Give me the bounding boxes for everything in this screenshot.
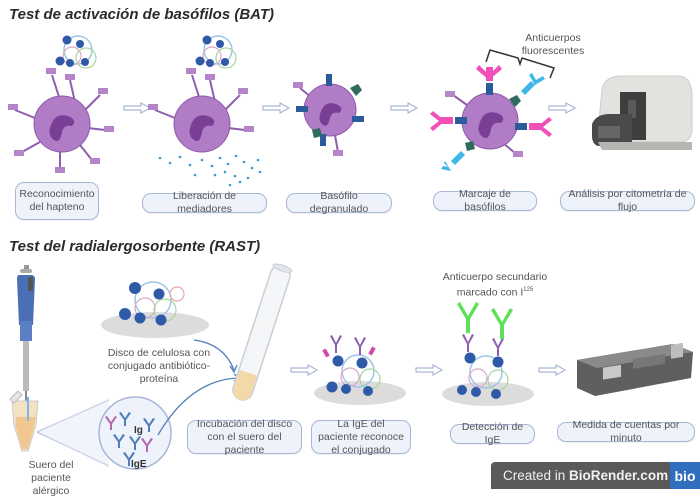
ige-bound-disc-illustration (314, 335, 406, 405)
arrow-right-icon (538, 363, 567, 377)
arrow-right-icon (548, 101, 577, 115)
flow-cytometer-icon (592, 75, 693, 150)
ig-antibody-icon (113, 412, 155, 466)
bat-step-1-label: Reconocimiento del hapteno (15, 182, 99, 220)
test-tube-icon (232, 263, 293, 401)
rast-step-2-label: La IgE del paciente reconoce el conjugad… (311, 418, 411, 456)
secondary-note-line1: Anticuerpo secundario (442, 271, 548, 283)
mediator-granules-icon (158, 154, 262, 187)
granule-marker-icon (312, 84, 362, 138)
receptor-marker-icon (296, 74, 364, 146)
secondary-note-superscript: 125 (523, 287, 534, 293)
secondary-note-line2: marcado con I (456, 286, 524, 299)
watermark-prefix: Created in (503, 468, 570, 483)
cyan-fluorescent-antibody-icon (441, 73, 545, 171)
gamma-counter-icon (577, 342, 693, 396)
hapten-conjugate-icon (195, 35, 237, 69)
conjugate-protein-icon (119, 282, 167, 326)
rast-step-4-label: Medida de cuentas por minuto (557, 419, 695, 444)
basophil-cell-icon (148, 68, 254, 153)
arrow-right-icon (123, 101, 152, 115)
ig-label: Ig (134, 425, 143, 436)
ige-antibody-icon (105, 416, 153, 452)
disc-note: Disco de celulosa con conjugado antibiót… (107, 347, 211, 385)
cellulose-disc-illustration (101, 281, 209, 338)
arrow-right-icon (415, 363, 444, 377)
ige-antibody-icon (330, 335, 366, 355)
arrow-right-icon (262, 101, 291, 115)
bat-section-title: Test de activación de basófilos (BAT) (9, 6, 275, 23)
basophil-hapten-recognition-illustration (8, 35, 114, 173)
ige-label: IgE (131, 459, 147, 470)
biorender-watermark[interactable]: Created in BioRender.com bio (491, 462, 700, 489)
ige-detection-illustration (442, 302, 534, 406)
bat-step-4-label: Marcaje de basófilos (433, 188, 537, 213)
serum-tube-icon (9, 390, 39, 452)
hapten-conjugate-icon (55, 35, 97, 69)
annotation-bracket-icon (485, 49, 555, 79)
bat-step-2-label: Liberación de mediadores (142, 190, 267, 215)
biorender-logo-icon: bio (670, 462, 700, 489)
degranulated-basophil-illustration (293, 74, 364, 156)
watermark-text: Created in BioRender.com (491, 468, 668, 483)
fluorescent-antibodies-text: Anticuerpos fluorescentes (521, 32, 585, 57)
rast-section-title: Test del radialergosorbente (RAST) (9, 238, 261, 255)
fluorescent-antibodies-note: Anticuerpos fluorescentes (513, 32, 593, 58)
rast-step-1-label: Incubación del disco con el suero del pa… (187, 418, 302, 456)
antibody-zoom-callout (36, 396, 172, 470)
bat-step-5-label: Análisis por citometría de flujo (560, 188, 695, 213)
arrow-right-icon (390, 101, 419, 115)
rast-step-3-label: Detección de IgE (450, 421, 535, 446)
bat-step-3-label: Basófilo degranulado (286, 190, 392, 215)
watermark-brand: BioRender.com (569, 468, 669, 483)
green-labeled-antibody-icon (457, 302, 513, 339)
secondary-antibody-note: Anticuerpo secundario marcado con I125 (440, 271, 550, 300)
basophil-mediator-release-illustration (148, 35, 262, 187)
pink-fluorescent-antibody-icon (430, 65, 552, 137)
arrow-right-icon (290, 363, 319, 377)
basophil-cell-icon (8, 68, 114, 173)
labeled-basophil-illustration (430, 65, 552, 171)
